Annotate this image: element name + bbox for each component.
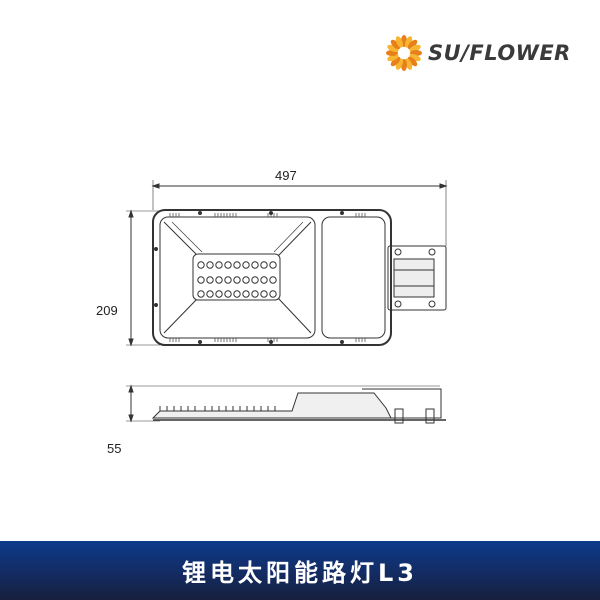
- led: [251, 290, 259, 298]
- led: [206, 261, 214, 269]
- led: [269, 290, 277, 298]
- led: [242, 261, 250, 269]
- led: [251, 276, 259, 284]
- led: [233, 290, 241, 298]
- led: [215, 261, 223, 269]
- led: [197, 276, 205, 284]
- mounting-bracket: [387, 245, 447, 311]
- led: [260, 261, 268, 269]
- led: [197, 290, 205, 298]
- product-title: 锂电太阳能路灯L3: [182, 559, 418, 587]
- led: [233, 261, 241, 269]
- brand-logo: SU/FLOWER: [386, 32, 571, 74]
- led: [197, 261, 205, 269]
- led: [224, 290, 232, 298]
- led: [224, 261, 232, 269]
- led: [215, 290, 223, 298]
- width-dimension-line: [151, 180, 448, 246]
- led-array: [197, 261, 277, 298]
- led: [260, 290, 268, 298]
- led: [206, 290, 214, 298]
- height-dimension-line: [126, 209, 160, 347]
- led: [269, 276, 277, 284]
- led: [269, 261, 277, 269]
- led: [224, 276, 232, 284]
- brand-name: SU/FLOWER: [428, 41, 571, 65]
- led: [260, 276, 268, 284]
- side-view: [126, 384, 446, 424]
- top-view: [152, 209, 392, 346]
- depth-label: 55: [107, 441, 122, 456]
- led: [233, 276, 241, 284]
- led: [242, 290, 250, 298]
- led: [251, 261, 259, 269]
- led: [242, 276, 250, 284]
- sunflower-icon: [386, 35, 422, 71]
- height-label: 209: [96, 303, 118, 318]
- led: [206, 276, 214, 284]
- title-banner: 锂电太阳能路灯L3: [0, 541, 600, 600]
- width-label: 497: [275, 168, 297, 183]
- led: [215, 276, 223, 284]
